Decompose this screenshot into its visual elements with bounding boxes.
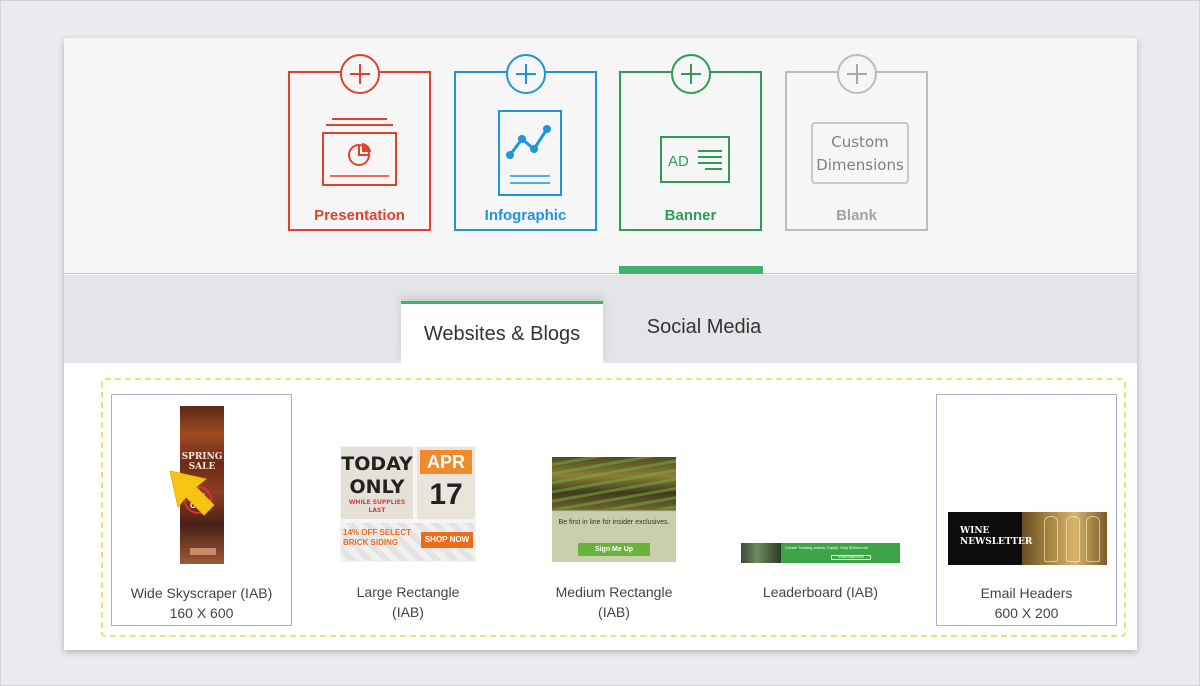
custom-dimensions-line2: Dimensions bbox=[816, 156, 904, 174]
banner-ad-icon: AD bbox=[660, 136, 730, 183]
lr-supplies: WHILE SUPPLIES LAST bbox=[348, 499, 406, 514]
type-label-presentation: Presentation bbox=[314, 207, 405, 224]
wine-glass-icon bbox=[1044, 516, 1058, 562]
email-line2: NEWSLETTER bbox=[960, 537, 1033, 547]
leader-image bbox=[741, 543, 781, 563]
lr-shop-button: SHOP NOW bbox=[421, 532, 473, 548]
infographic-icon bbox=[498, 110, 562, 196]
lr-month: APR bbox=[420, 450, 472, 474]
type-label-blank: Blank bbox=[836, 207, 877, 224]
lr-promo-strip: 14% OFF SELECT BRICK SIDING SHOP NOW bbox=[341, 523, 475, 561]
format-large-rectangle[interactable]: TODAY ONLY WHILE SUPPLIES LAST APR 17 14… bbox=[340, 394, 476, 626]
tab-websites-blogs[interactable]: Websites & Blogs bbox=[401, 301, 603, 363]
sky-button bbox=[190, 548, 216, 555]
type-label-banner: Banner bbox=[664, 207, 717, 224]
lr-day: 17 bbox=[429, 478, 463, 511]
highlight-frame bbox=[101, 378, 1126, 637]
pointer-arrow-icon bbox=[169, 470, 215, 516]
format-gallery: SPRING SALE 70% OFF Wide Skyscraper (IAB… bbox=[64, 363, 1137, 650]
type-card-banner[interactable]: AD Banner bbox=[619, 54, 762, 231]
add-infographic-icon[interactable] bbox=[505, 54, 546, 94]
med-image bbox=[552, 457, 676, 509]
format-name: Email Headers bbox=[980, 585, 1073, 601]
tab-social-media[interactable]: Social Media bbox=[646, 316, 762, 338]
category-tabs: Websites & Blogs Social Media bbox=[64, 275, 1137, 363]
lr-today: TODAY bbox=[341, 453, 413, 475]
format-name: Large Rectangle (IAB) bbox=[356, 584, 460, 620]
email-line1: WINE bbox=[960, 526, 990, 536]
format-name: Medium Rectangle (IAB) bbox=[555, 584, 673, 620]
type-card-blank[interactable]: Custom Dimensions Blank bbox=[785, 54, 928, 231]
leaderboard-thumbnail: Create Training videos. Easily. Only $99… bbox=[741, 543, 900, 563]
large-rectangle-thumbnail: TODAY ONLY WHILE SUPPLIES LAST APR 17 14… bbox=[340, 446, 476, 562]
format-leaderboard[interactable]: Create Training videos. Easily. Only $99… bbox=[718, 394, 923, 626]
lr-only: ONLY bbox=[349, 476, 405, 498]
lr-today-block: TODAY ONLY WHILE SUPPLIES LAST bbox=[341, 447, 413, 519]
med-button: Sign Me Up bbox=[578, 543, 650, 556]
add-blank-icon[interactable] bbox=[836, 54, 877, 94]
format-wide-skyscraper[interactable]: SPRING SALE 70% OFF Wide Skyscraper (IAB… bbox=[111, 394, 292, 626]
custom-dimensions-line1: Custom bbox=[831, 133, 889, 151]
lr-calendar: APR 17 bbox=[417, 447, 475, 519]
leader-button: SUBSCRIBE NOW bbox=[831, 555, 871, 560]
lr-promo: 14% OFF SELECT BRICK SIDING bbox=[343, 528, 412, 547]
custom-dimensions-box: Custom Dimensions bbox=[811, 122, 909, 184]
format-dimensions: 160 X 600 bbox=[169, 605, 234, 621]
add-banner-icon[interactable] bbox=[670, 54, 711, 94]
format-dimensions: 600 X 200 bbox=[994, 605, 1059, 621]
add-presentation-icon[interactable] bbox=[339, 54, 380, 94]
leader-text: Create Training videos. Easily. Only $99… bbox=[785, 545, 869, 550]
wine-glass-icon bbox=[1086, 516, 1100, 562]
sky-line2: SALE bbox=[188, 462, 216, 472]
presentation-icon bbox=[322, 118, 397, 186]
med-text: Be first in line for insider exclusives. bbox=[558, 519, 670, 526]
email-title-block: WINE NEWSLETTER bbox=[948, 512, 1033, 565]
type-label-infographic: Infographic bbox=[484, 207, 567, 224]
document-type-section: Presentation Infographic bbox=[64, 38, 1137, 274]
email-header-thumbnail: WINE NEWSLETTER bbox=[948, 512, 1107, 565]
template-picker-window: Presentation Infographic bbox=[64, 38, 1137, 650]
sky-line1: SPRING bbox=[181, 452, 223, 462]
active-type-indicator bbox=[619, 266, 763, 274]
format-medium-rectangle[interactable]: Be first in line for insider exclusives.… bbox=[540, 394, 688, 626]
format-email-headers[interactable]: WINE NEWSLETTER Email Headers 600 X 200 bbox=[936, 394, 1117, 626]
format-name: Wide Skyscraper (IAB) bbox=[130, 585, 273, 601]
format-name: Leaderboard (IAB) bbox=[762, 584, 879, 600]
wine-glass-icon bbox=[1066, 516, 1080, 562]
banner-ad-text: AD bbox=[668, 153, 689, 170]
type-card-presentation[interactable]: Presentation bbox=[288, 54, 431, 231]
type-card-infographic[interactable]: Infographic bbox=[454, 54, 597, 231]
medium-rectangle-thumbnail: Be first in line for insider exclusives.… bbox=[552, 457, 676, 562]
